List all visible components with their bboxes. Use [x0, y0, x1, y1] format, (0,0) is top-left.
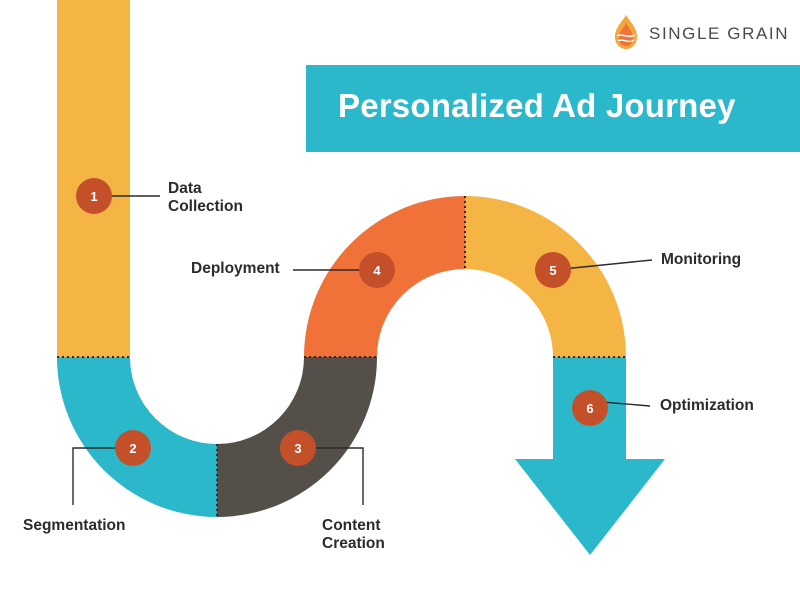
step-label-deployment: Deployment — [191, 260, 280, 278]
step-marker-3: 3 — [280, 430, 316, 466]
step-label-2-line1: Segmentation — [23, 517, 126, 534]
segment-optimization-arrow — [515, 357, 665, 555]
step-marker-5: 5 — [535, 252, 571, 288]
step-label-4-line1: Deployment — [191, 260, 280, 277]
flame-drop-icon — [615, 15, 637, 49]
segment-dividers — [57, 196, 626, 517]
step-label-6-line1: Optimization — [660, 397, 754, 414]
step-marker-2: 2 — [115, 430, 151, 466]
step-number-4: 4 — [373, 263, 381, 278]
step-number-1: 1 — [90, 189, 97, 204]
step-number-5: 5 — [549, 263, 556, 278]
step-number-3: 3 — [294, 441, 301, 456]
step-label-content-creation: Content Creation — [322, 517, 385, 553]
step-label-1-line2: Collection — [168, 198, 243, 215]
step-label-3-line2: Creation — [322, 535, 385, 552]
step-marker-6: 6 — [572, 390, 608, 426]
step-marker-4: 4 — [359, 252, 395, 288]
brand: SINGLE GRAIN — [613, 14, 788, 52]
step-marker-1: 1 — [76, 178, 112, 214]
step-label-segmentation: Segmentation — [23, 517, 125, 535]
step-number-2: 2 — [129, 441, 136, 456]
step-label-monitoring: Monitoring — [661, 251, 741, 269]
step-label-1-line1: Data — [168, 180, 202, 197]
step-label-5-line1: Monitoring — [661, 251, 742, 268]
step-label-3-line1: Content — [322, 517, 381, 534]
page-title: Personalized Ad Journey — [338, 87, 736, 124]
step-label-data-collection: Data Collection — [168, 180, 243, 216]
title-banner: Personalized Ad Journey — [306, 65, 800, 152]
step-label-optimization: Optimization — [660, 397, 754, 415]
brand-name: SINGLE GRAIN — [649, 24, 790, 43]
step-number-6: 6 — [586, 401, 593, 416]
